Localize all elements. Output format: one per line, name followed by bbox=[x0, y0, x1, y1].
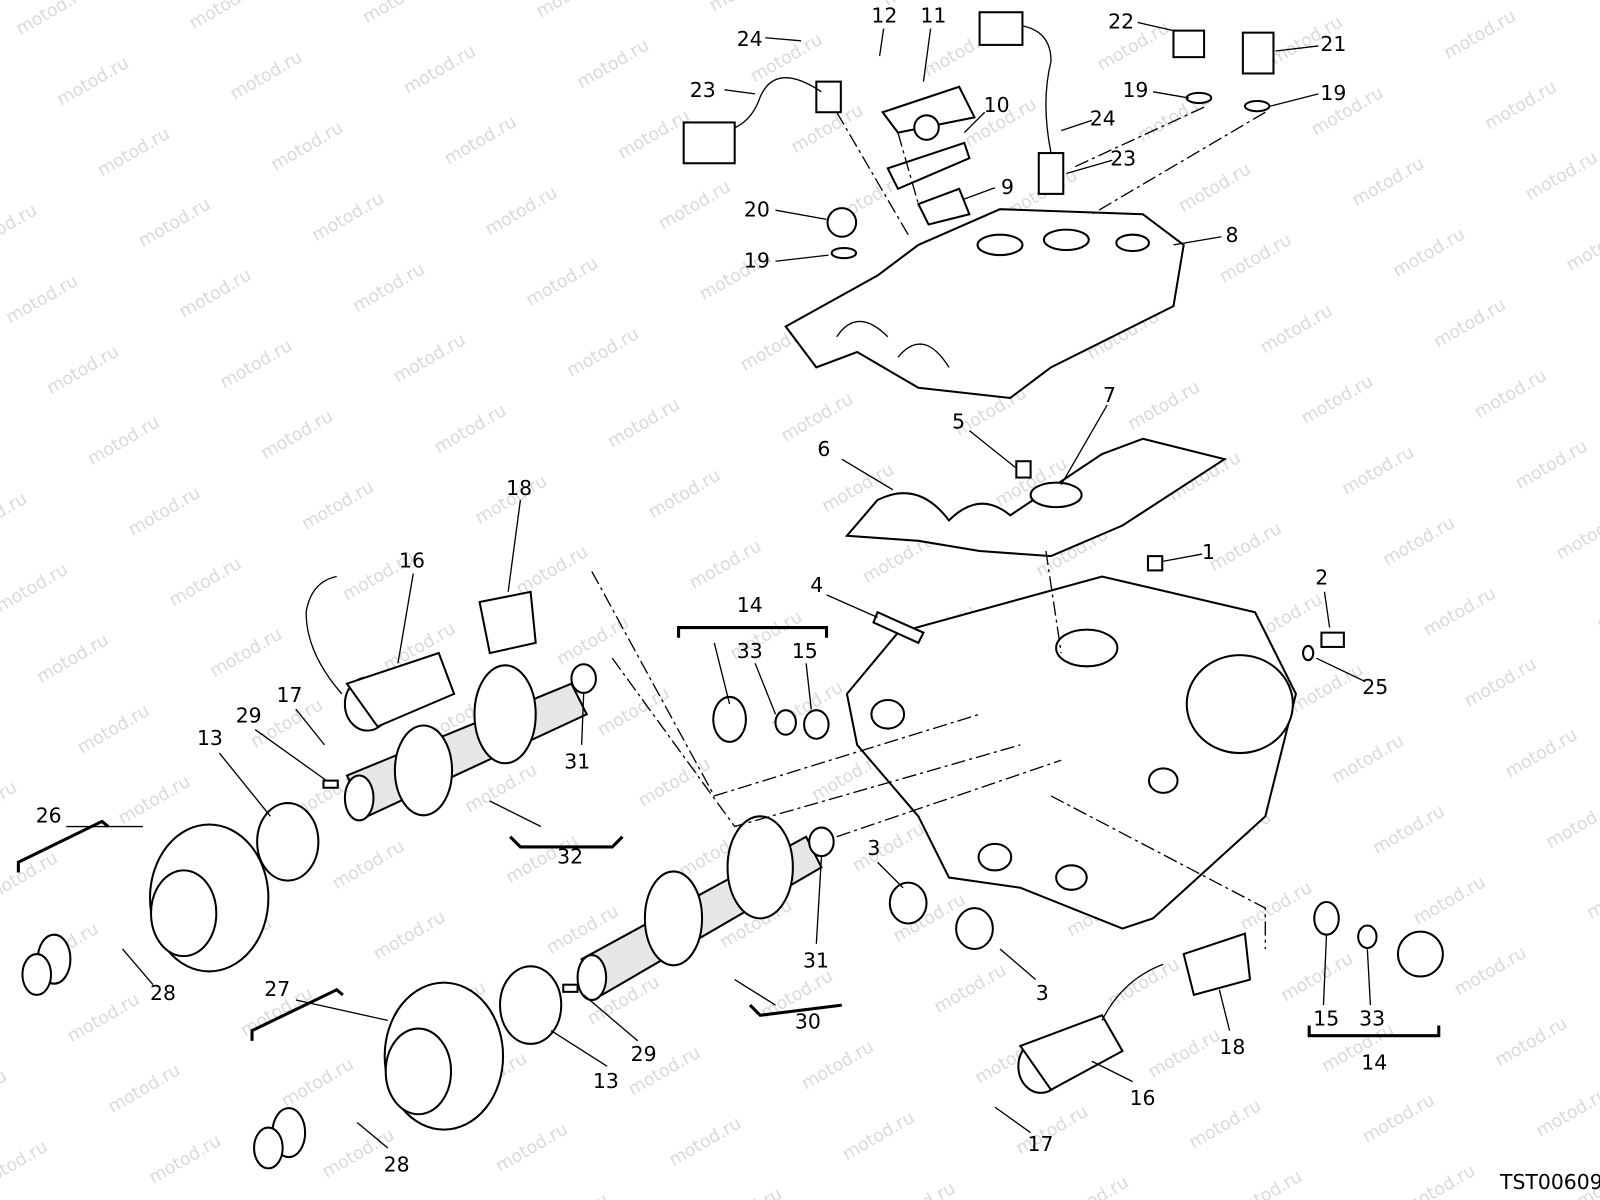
callout-31: 31 bbox=[803, 948, 829, 972]
callout-28: 28 bbox=[150, 981, 176, 1005]
callout-13: 13 bbox=[197, 726, 223, 750]
dowel bbox=[1015, 460, 1032, 479]
small-parts bbox=[322, 555, 1444, 997]
callout-18: 18 bbox=[1219, 1035, 1245, 1059]
callout-22: 22 bbox=[1108, 10, 1134, 34]
callout-29: 29 bbox=[631, 1042, 657, 1066]
callout-11: 11 bbox=[920, 3, 946, 27]
callout-4: 4 bbox=[810, 573, 823, 597]
callout-24: 24 bbox=[1090, 107, 1116, 131]
timing-pulley-upper bbox=[21, 802, 320, 996]
callout-17: 17 bbox=[1028, 1132, 1054, 1156]
callout-labels: 24 12 11 23 10 22 21 19 19 24 23 9 20 19… bbox=[36, 3, 1388, 1176]
assembly-lines bbox=[591, 106, 1266, 949]
callout-10: 10 bbox=[984, 93, 1010, 117]
seal-ring bbox=[1029, 481, 1083, 509]
camshaft-upper bbox=[343, 664, 589, 822]
callout-16: 16 bbox=[399, 548, 425, 572]
drawing-code: TST00609 bbox=[1499, 1170, 1600, 1194]
callout-20: 20 bbox=[744, 197, 770, 221]
callout-2: 2 bbox=[1315, 566, 1328, 590]
callout-19: 19 bbox=[1320, 81, 1346, 105]
solenoid-upper bbox=[305, 575, 456, 732]
sensors-top bbox=[682, 11, 1275, 260]
callout-15: 15 bbox=[792, 639, 818, 663]
callout-32: 32 bbox=[557, 844, 583, 868]
callout-6: 6 bbox=[817, 437, 830, 461]
callout-18: 18 bbox=[506, 476, 532, 500]
callout-19: 19 bbox=[1122, 78, 1148, 102]
callout-17: 17 bbox=[277, 683, 303, 707]
callout-29: 29 bbox=[236, 703, 262, 727]
leader-lines bbox=[66, 21, 1372, 1149]
callout-28: 28 bbox=[384, 1152, 410, 1176]
cover-gasket bbox=[844, 437, 1228, 558]
timing-pulley-lower bbox=[253, 965, 563, 1170]
callout-7: 7 bbox=[1103, 383, 1116, 407]
callout-3: 3 bbox=[867, 836, 880, 860]
callout-9: 9 bbox=[1001, 175, 1014, 199]
callout-26: 26 bbox=[36, 803, 62, 827]
callout-31: 31 bbox=[564, 749, 590, 773]
callout-23: 23 bbox=[1110, 146, 1136, 170]
valve-cover bbox=[784, 208, 1185, 400]
camshaft-lower bbox=[576, 815, 823, 1002]
callout-5: 5 bbox=[952, 410, 965, 434]
callout-25: 25 bbox=[1362, 675, 1388, 699]
callout-21: 21 bbox=[1320, 32, 1346, 56]
callout-16: 16 bbox=[1130, 1086, 1156, 1110]
callout-12: 12 bbox=[871, 3, 897, 27]
callout-33: 33 bbox=[1359, 1007, 1385, 1031]
callout-15: 15 bbox=[1313, 1007, 1339, 1031]
callout-30: 30 bbox=[795, 1010, 821, 1034]
callout-3: 3 bbox=[1036, 981, 1049, 1005]
callout-14: 14 bbox=[737, 593, 763, 617]
callout-24: 24 bbox=[737, 27, 763, 51]
callout-14: 14 bbox=[1361, 1050, 1387, 1074]
callout-1: 1 bbox=[1202, 540, 1215, 564]
callout-8: 8 bbox=[1226, 223, 1239, 247]
callout-13: 13 bbox=[593, 1069, 619, 1093]
group-braces bbox=[16, 626, 1441, 1041]
callout-19: 19 bbox=[744, 248, 770, 272]
cylinder-head bbox=[845, 575, 1297, 930]
callout-27: 27 bbox=[264, 977, 290, 1001]
callout-23: 23 bbox=[690, 78, 716, 102]
solenoid-lower bbox=[1017, 963, 1164, 1094]
callout-33: 33 bbox=[737, 639, 763, 663]
